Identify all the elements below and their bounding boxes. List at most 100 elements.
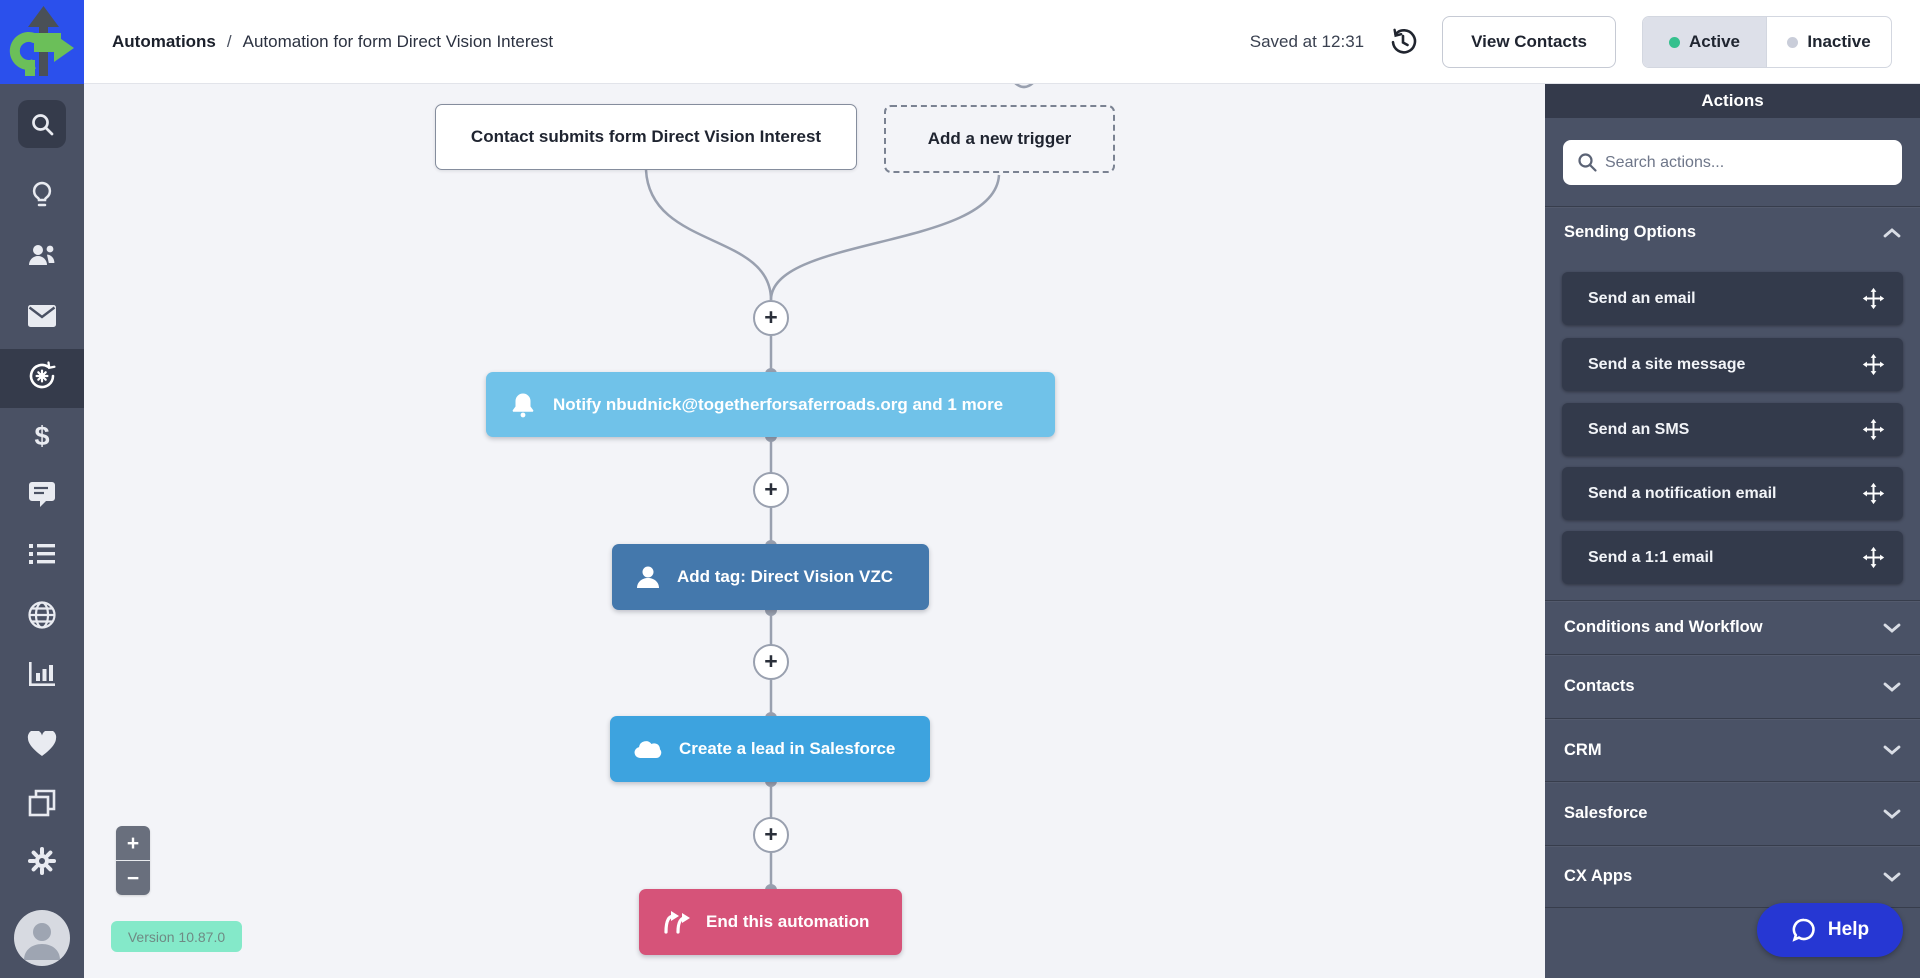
chevron-down-icon	[1883, 681, 1901, 693]
status-toggle: Active Inactive	[1642, 16, 1892, 68]
action-label: Send a notification email	[1588, 484, 1777, 502]
section-label: Contacts	[1564, 677, 1635, 695]
node-salesforce-label: Create a lead in Salesforce	[679, 739, 896, 758]
contact-icon	[634, 563, 662, 591]
zoom-out-button[interactable]: −	[116, 861, 150, 895]
zoom-in-button[interactable]: +	[116, 826, 150, 860]
version-badge: Version 10.87.0	[111, 921, 242, 952]
breadcrumb-separator: /	[226, 32, 232, 51]
actions-search-input[interactable]	[1563, 140, 1902, 185]
chevron-down-icon	[1883, 744, 1901, 756]
add-trigger-label: Add a new trigger	[927, 129, 1072, 148]
chevron-down-icon	[1883, 622, 1901, 634]
gear-icon	[27, 846, 57, 881]
sidebar-item-settings[interactable]	[0, 839, 84, 887]
add-step-button-1[interactable]: +	[753, 300, 789, 336]
action-label: Send a site message	[1588, 355, 1746, 373]
sidebar-item-automations[interactable]	[0, 349, 84, 408]
action-label: Send an SMS	[1588, 420, 1690, 438]
actions-panel: Actions Sending Options Send an email	[1545, 84, 1920, 978]
node-create-salesforce-lead[interactable]: Create a lead in Salesforce	[610, 716, 930, 782]
lightbulb-icon	[28, 180, 56, 215]
avatar	[14, 910, 70, 966]
salesforce-cloud-icon	[632, 737, 664, 761]
section-salesforce[interactable]: Salesforce	[1545, 781, 1920, 845]
action-send-email[interactable]: Send an email	[1562, 272, 1903, 325]
stacked-windows-icon	[28, 789, 56, 822]
sidebar-item-conversations[interactable]	[0, 472, 84, 520]
breadcrumb-automations-link[interactable]: Automations	[112, 32, 216, 51]
section-conditions-workflow[interactable]: Conditions and Workflow	[1545, 600, 1920, 654]
search-icon	[18, 100, 66, 148]
dollar-icon: $	[34, 420, 50, 451]
node-notify-email[interactable]: Notify nbudnick@togetherforsaferroads.or…	[486, 372, 1055, 437]
sidebar-item-favorites[interactable]	[0, 722, 84, 770]
toggle-inactive[interactable]: Inactive	[1767, 17, 1891, 67]
section-cx-apps[interactable]: CX Apps	[1545, 845, 1920, 908]
trigger-node-label: Contact submits form Direct Vision Inter…	[470, 127, 822, 146]
drag-handle-icon[interactable]	[1862, 418, 1885, 441]
topbar-actions: Saved at 12:31 View Contacts Active Inac…	[1250, 0, 1892, 84]
activecampaign-logo-icon	[9, 6, 74, 76]
chat-bubble-icon	[28, 480, 56, 513]
action-send-site-message[interactable]: Send a site message	[1562, 338, 1903, 391]
node-notify-label: Notify nbudnick@togetherforsaferroads.or…	[553, 394, 1004, 414]
drag-handle-icon[interactable]	[1862, 287, 1885, 310]
automation-canvas[interactable]: Contact submits form Direct Vision Inter…	[84, 84, 1545, 978]
add-step-button-3[interactable]: +	[753, 644, 789, 680]
sidebar-item-lists[interactable]	[0, 532, 84, 580]
toggle-inactive-label: Inactive	[1807, 32, 1871, 51]
active-dot-icon	[1668, 36, 1680, 48]
saved-status: Saved at 12:31	[1249, 32, 1365, 51]
actions-panel-title: Actions	[1545, 84, 1920, 118]
action-send-1-1-email[interactable]: Send a 1:1 email	[1562, 531, 1903, 584]
actions-search	[1563, 140, 1902, 185]
sidebar-item-search[interactable]	[0, 100, 84, 148]
sidebar-item-apps[interactable]	[0, 781, 84, 829]
section-label: CX Apps	[1564, 867, 1633, 885]
activecampaign-logo[interactable]	[0, 0, 84, 84]
canvas-zoom-controls: + −	[116, 826, 150, 895]
bell-icon	[508, 390, 538, 420]
add-step-button-4[interactable]: +	[753, 817, 789, 853]
node-add-tag-label: Add tag: Direct Vision VZC	[677, 567, 893, 586]
action-send-sms[interactable]: Send an SMS	[1562, 403, 1903, 456]
chevron-down-icon	[1883, 808, 1901, 820]
sidebar-item-reports[interactable]	[0, 652, 84, 700]
add-new-trigger-button[interactable]: Add a new trigger	[884, 105, 1115, 173]
drag-handle-icon[interactable]	[1862, 353, 1885, 376]
add-step-button-2[interactable]: +	[753, 472, 789, 508]
drag-handle-icon[interactable]	[1862, 482, 1885, 505]
node-add-tag[interactable]: Add tag: Direct Vision VZC	[612, 544, 929, 610]
toggle-active-label: Active	[1688, 32, 1741, 51]
help-button[interactable]: Help	[1757, 903, 1903, 957]
sidebar-item-account[interactable]	[0, 910, 84, 966]
search-icon	[1576, 151, 1598, 178]
revision-history-icon[interactable]	[1388, 27, 1418, 57]
toggle-active[interactable]: Active	[1643, 17, 1767, 67]
section-sending-options[interactable]: Sending Options	[1545, 206, 1920, 258]
help-chat-icon	[1791, 917, 1817, 943]
action-label: Send an email	[1588, 289, 1696, 307]
drag-handle-icon[interactable]	[1862, 546, 1885, 569]
globe-icon	[27, 600, 57, 635]
section-contacts[interactable]: Contacts	[1545, 654, 1920, 718]
view-contacts-button[interactable]: View Contacts	[1442, 16, 1616, 68]
section-crm[interactable]: CRM	[1545, 718, 1920, 781]
breadcrumb-current-page: Automation for form Direct Vision Intere…	[242, 32, 554, 51]
trigger-node-form-submit[interactable]: Contact submits form Direct Vision Inter…	[435, 104, 857, 170]
sidebar-item-website[interactable]	[0, 593, 84, 641]
sidebar-item-ideas[interactable]	[0, 173, 84, 221]
main-nav-sidebar: $	[0, 84, 84, 978]
automations-icon	[26, 360, 58, 397]
sidebar-item-deals[interactable]: $	[0, 412, 84, 460]
sidebar-item-contacts[interactable]	[0, 234, 84, 282]
contacts-icon	[27, 242, 57, 275]
list-icon	[28, 542, 56, 571]
action-label: Send a 1:1 email	[1588, 548, 1714, 566]
action-send-notification-email[interactable]: Send a notification email	[1562, 467, 1903, 520]
node-end-automation[interactable]: End this automation	[639, 889, 902, 955]
sidebar-item-campaigns[interactable]	[0, 294, 84, 342]
end-arrows-icon	[661, 908, 691, 936]
